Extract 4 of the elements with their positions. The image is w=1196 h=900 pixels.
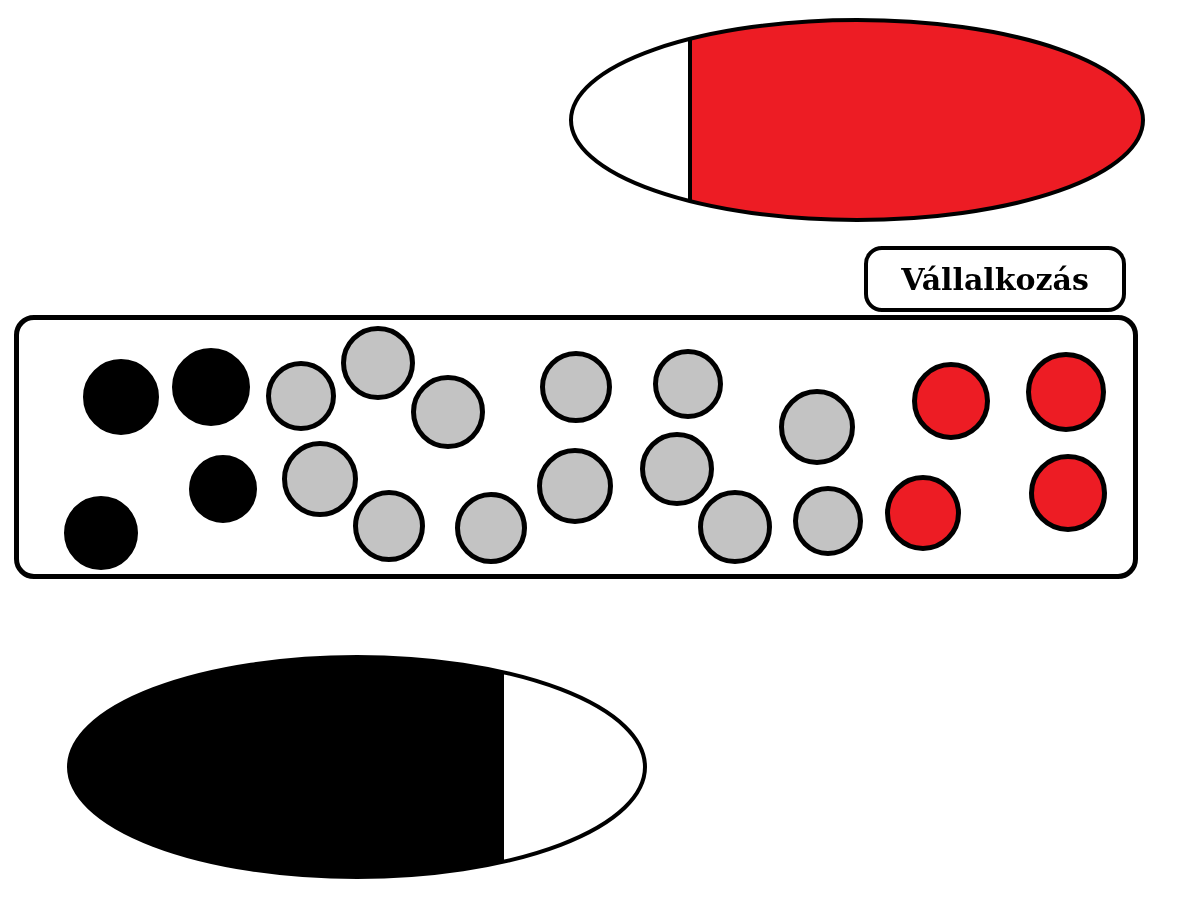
- split-ellipse: [66, 654, 648, 880]
- container-box: [14, 315, 1138, 579]
- split-ellipse: [568, 17, 1146, 223]
- heading-label: Vállalkozás: [864, 246, 1126, 312]
